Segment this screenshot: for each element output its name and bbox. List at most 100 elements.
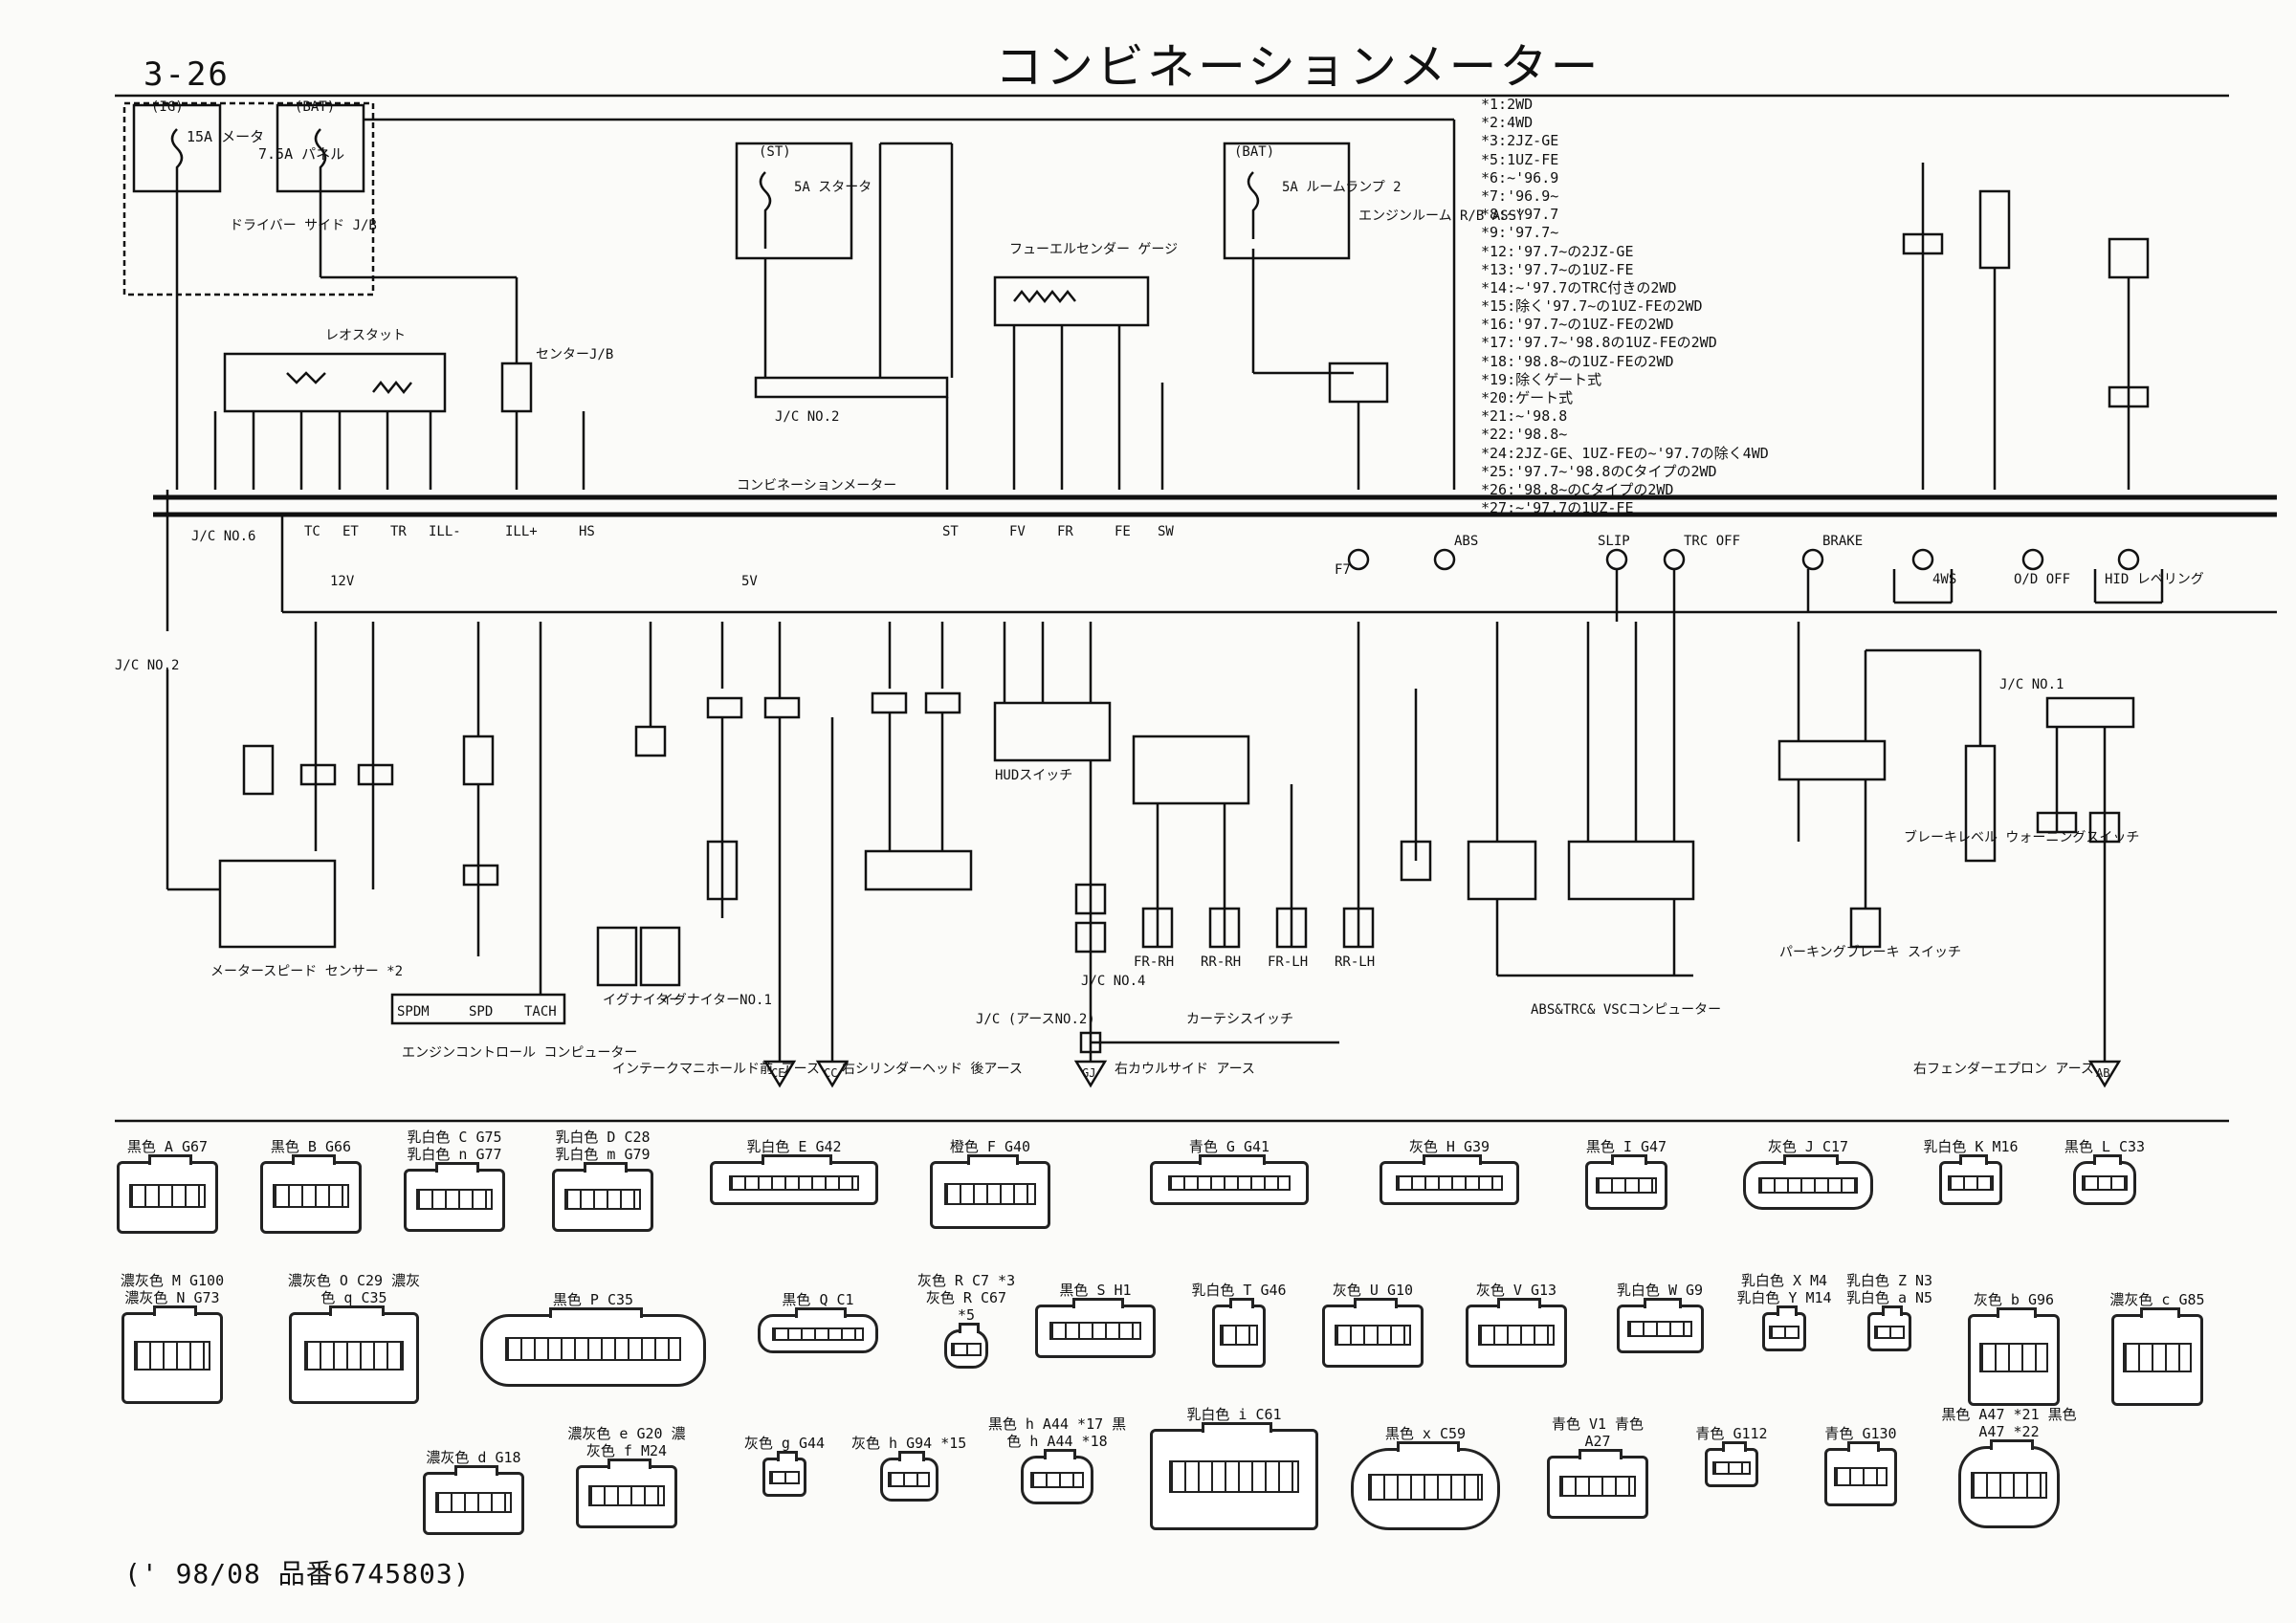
footnote: *16:'97.7~の1UZ-FEの2WD xyxy=(1481,316,1674,334)
connector: 黒色 x C59 xyxy=(1349,1425,1502,1530)
connector: 灰色 J C17 xyxy=(1741,1138,1875,1210)
connector: 濃灰色 e G20 濃灰色 f M24 xyxy=(564,1425,689,1528)
terminal-tc: TC xyxy=(304,524,320,539)
room-lamp-label: (BAT) xyxy=(1234,144,1274,160)
ecu-pin-spd: SPD xyxy=(469,1004,493,1020)
abs-vsc-label: ABS&TRC& VSCコンピューター xyxy=(1531,1002,1721,1018)
lamp-4ws: 4WS xyxy=(1932,572,1956,587)
jc-no2b-label: J/C NO.2 xyxy=(775,409,839,425)
ground-ce-label: インテークマニホールド前 アース xyxy=(612,1061,820,1077)
connector: 灰色 h G94 *15 xyxy=(851,1435,966,1502)
connector: 乳白色 D C28 乳白色 m G79 xyxy=(550,1129,655,1232)
door-switch-fr-lh: FR-LH xyxy=(1268,954,1308,970)
footnote: *7:'96.9~ xyxy=(1481,186,1559,205)
speed-sensor-label: メータースピード センサー *2 xyxy=(210,964,403,979)
connector: 乳白色 C G75 乳白色 n G77 xyxy=(402,1129,507,1232)
footnote: *5:1UZ-FE xyxy=(1481,150,1559,168)
ground-gj-label: 右カウルサイド アース xyxy=(1115,1062,1255,1077)
connector: 灰色 b G96 xyxy=(1961,1291,2066,1406)
courtesy-switch-label: カーテシスイッチ xyxy=(1186,1012,1293,1027)
ground-ab-code: AB xyxy=(2096,1066,2109,1080)
jc-no1-label: J/C NO.1 xyxy=(1999,677,2064,692)
connector: 黒色 L C33 xyxy=(2057,1138,2152,1205)
footnote: *27:~'97.7の1UZ-FE xyxy=(1481,499,1634,517)
terminal-sw: SW xyxy=(1158,524,1174,539)
terminal-fv: FV xyxy=(1009,524,1026,539)
page-title: コンビネーションメーター xyxy=(995,39,1601,95)
ecu-pin-spdm: SPDM xyxy=(397,1004,430,1020)
door-switch-fr-rh: FR-RH xyxy=(1134,954,1174,970)
connector-legend: 黒色 A G67 黒色 B G66 乳白色 C G75 乳白色 n G77 乳白… xyxy=(115,1129,2296,1540)
footnote: *3:2JZ-GE xyxy=(1481,132,1559,150)
footnote: *18:'98.8~の1UZ-FEの2WD xyxy=(1481,352,1674,370)
terminal-ill-minus: ILL- xyxy=(429,524,461,539)
footnote: *1:2WD xyxy=(1481,96,1534,113)
connector: 濃灰色 d G18 xyxy=(421,1449,526,1535)
ground-gj-code: GJ xyxy=(1082,1066,1095,1080)
engine-rb-label: エンジンルーム R/B ASSY xyxy=(1358,208,1525,224)
starter-label: (ST) xyxy=(759,144,791,160)
ground-cc-label: 右シリンダーヘッド 後アース xyxy=(842,1062,1023,1077)
footnote: *9:'97.7~ xyxy=(1481,224,1559,242)
footnote: *26:'98.8~のCタイプの2WD xyxy=(1481,480,1674,498)
fuse-bat-rating: 7.5A パネル xyxy=(258,145,344,163)
footnote: *15:除く'97.7~の1UZ-FEの2WD xyxy=(1481,297,1703,316)
footnote: *13:'97.7~の1UZ-FE xyxy=(1481,260,1634,278)
starter-fuse-label: 5A スタータ xyxy=(794,180,872,195)
center-jb-label: センターJ/B xyxy=(536,347,613,362)
footnote: *24:2JZ-GE、1UZ-FEの~'97.7の除く4WD xyxy=(1481,444,1769,462)
room-lamp-fuse-label: 5A ルームランプ 2 xyxy=(1282,180,1402,195)
footnote: *21:~'98.8 xyxy=(1481,407,1568,426)
footnote: *8:~'97.7 xyxy=(1481,206,1559,224)
terminal-tr: TR xyxy=(390,524,407,539)
connector: 乳白色 X M4 乳白色 Y M14 xyxy=(1732,1272,1837,1351)
footnote: *20:ゲート式 xyxy=(1481,389,1574,406)
terminal-ill-plus: ILL+ xyxy=(505,524,538,539)
ground-cc-code: CC xyxy=(824,1066,837,1080)
connector: 乳白色 W G9 xyxy=(1607,1282,1712,1353)
connector: 黒色 I G47 xyxy=(1578,1138,1674,1210)
connector: 黒色 Q C1 xyxy=(756,1291,880,1353)
brake-level-label: ブレーキレベル ウォーニングスイッチ xyxy=(1904,829,2139,845)
terminal-f7: F7 xyxy=(1335,562,1351,578)
lamp-trc-off: TRC OFF xyxy=(1684,534,1740,549)
footnote: *12:'97.7~の2JZ-GE xyxy=(1481,242,1634,260)
jc-no2-label: J/C NO.2 xyxy=(115,658,179,673)
jc-no6-label: J/C NO.6 xyxy=(191,529,255,544)
connector: 濃灰色 O C29 濃灰色 q C35 xyxy=(287,1272,421,1404)
door-switch-rr-lh: RR-LH xyxy=(1335,954,1375,970)
connector: 黒色 B G66 xyxy=(258,1138,364,1234)
connector: 乳白色 i C61 xyxy=(1138,1406,1330,1530)
voltage-5v: 5V xyxy=(741,574,758,589)
igniter-no1-label: イグナイターNO.1 xyxy=(660,993,772,1008)
ground-ce-code: CE xyxy=(771,1066,784,1080)
footnote: *14:~'97.7のTRC付きの2WD xyxy=(1481,278,1677,296)
connector: 灰色 g G44 xyxy=(737,1435,832,1497)
door-switch-rr-rh: RR-RH xyxy=(1201,954,1241,970)
page-number: 3-26 xyxy=(144,55,230,94)
connector: 黒色 S H1 xyxy=(1033,1282,1158,1358)
terminal-st: ST xyxy=(942,524,959,539)
terminal-hs: HS xyxy=(579,524,595,539)
lamp-brake: BRAKE xyxy=(1822,534,1863,549)
connector: 乳白色 E G42 xyxy=(708,1138,880,1205)
fuel-sender-label: フューエルセンダー ゲージ xyxy=(1009,242,1178,257)
connector: 青色 V1 青色 A27 xyxy=(1540,1415,1655,1519)
ecu-pin-tach: TACH xyxy=(524,1004,557,1020)
lamp-hid: HID レベリング xyxy=(2105,572,2204,587)
connector: 黒色 h A44 *17 黒色 h A44 *18 xyxy=(985,1415,1129,1504)
rheostat-label: レオスタット xyxy=(325,328,406,343)
jc-ground-label: J/C (アースNO.2) xyxy=(976,1012,1095,1027)
footnote: *2:4WD xyxy=(1481,114,1534,132)
connector: 青色 G G41 xyxy=(1148,1138,1311,1205)
terminal-et: ET xyxy=(342,524,359,539)
footer-part-number: (' 98/08 品番6745803) xyxy=(124,1558,471,1590)
connector: 灰色 U G10 xyxy=(1320,1282,1425,1368)
voltage-12v: 12V xyxy=(330,574,355,589)
igniter-label: イグナイター xyxy=(603,993,682,1008)
connector: 灰色 R C7 *3 灰色 R C67 *5 xyxy=(914,1272,1019,1369)
connector: 乳白色 T G46 xyxy=(1186,1282,1292,1368)
connector: 青色 G112 xyxy=(1684,1425,1779,1487)
